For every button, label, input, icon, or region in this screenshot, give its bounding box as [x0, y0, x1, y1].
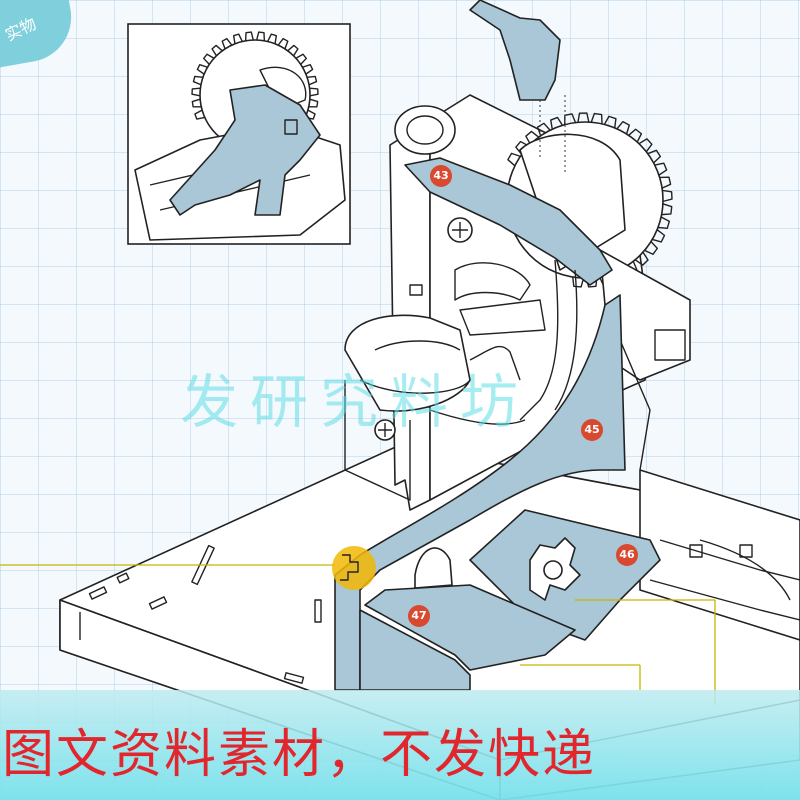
callout-43: 43 — [430, 165, 452, 187]
gear-tooth — [590, 112, 603, 124]
gear-tooth — [244, 31, 254, 41]
yoke-assembly — [344, 314, 471, 501]
gear-tooth — [507, 152, 521, 167]
callout-47: 47 — [408, 605, 430, 627]
bottom-banner — [0, 690, 800, 800]
gear-tooth — [192, 75, 203, 86]
watermark-text: 发研究料坊 — [180, 368, 531, 436]
gear-tooth — [309, 87, 319, 97]
gear-tooth — [654, 162, 668, 176]
gear-tooth — [191, 87, 201, 97]
gear-tooth — [572, 276, 585, 288]
gear-tooth — [644, 241, 659, 255]
gear-tooth — [525, 130, 540, 145]
gear-tooth — [256, 31, 266, 41]
gear-tooth — [616, 120, 630, 135]
gear-tooth — [221, 37, 233, 50]
gear-tooth — [191, 98, 202, 108]
gear-tooth — [211, 44, 223, 57]
gear-tooth — [295, 53, 307, 65]
gear-tooth — [515, 140, 530, 155]
middle-linkage — [429, 259, 578, 425]
gear-tooth — [267, 33, 278, 44]
part-43 — [404, 157, 613, 286]
gear-tooth — [203, 53, 215, 65]
gear-tooth — [307, 75, 318, 86]
highlight-marker — [332, 546, 376, 590]
gear-tooth — [536, 122, 551, 137]
gear-tooth — [550, 116, 564, 130]
gear-tooth — [196, 64, 208, 75]
gear-tooth — [647, 149, 662, 164]
top-arm-part — [469, 0, 566, 175]
callout-46: 46 — [616, 544, 638, 566]
gear-tooth — [652, 229, 666, 243]
leader-lines — [0, 564, 716, 705]
callout-45: 45 — [581, 419, 603, 441]
gear-tooth — [662, 189, 673, 203]
gear-tooth — [308, 98, 319, 108]
gear-tooth — [287, 44, 299, 57]
gear-tooth — [661, 203, 673, 216]
gear-tooth — [577, 112, 590, 123]
bottom-banner-text: 图文资料素材，不发快递 — [2, 725, 597, 785]
top-roller — [394, 105, 456, 155]
gear-tooth — [603, 115, 617, 128]
gear-tooth — [232, 33, 243, 44]
joint-detail — [340, 554, 359, 581]
detail-inset — [127, 23, 351, 245]
gear-tooth — [277, 37, 289, 50]
part-45 — [334, 294, 626, 691]
gear-tooth — [302, 64, 314, 75]
gear-tooth — [657, 216, 671, 230]
gear-tooth — [638, 138, 653, 153]
gear-tooth — [194, 109, 205, 120]
gear-tooth — [628, 128, 643, 143]
gear-tooth — [634, 251, 649, 266]
gear-wheel — [506, 112, 673, 288]
gear-tooth — [659, 176, 672, 189]
